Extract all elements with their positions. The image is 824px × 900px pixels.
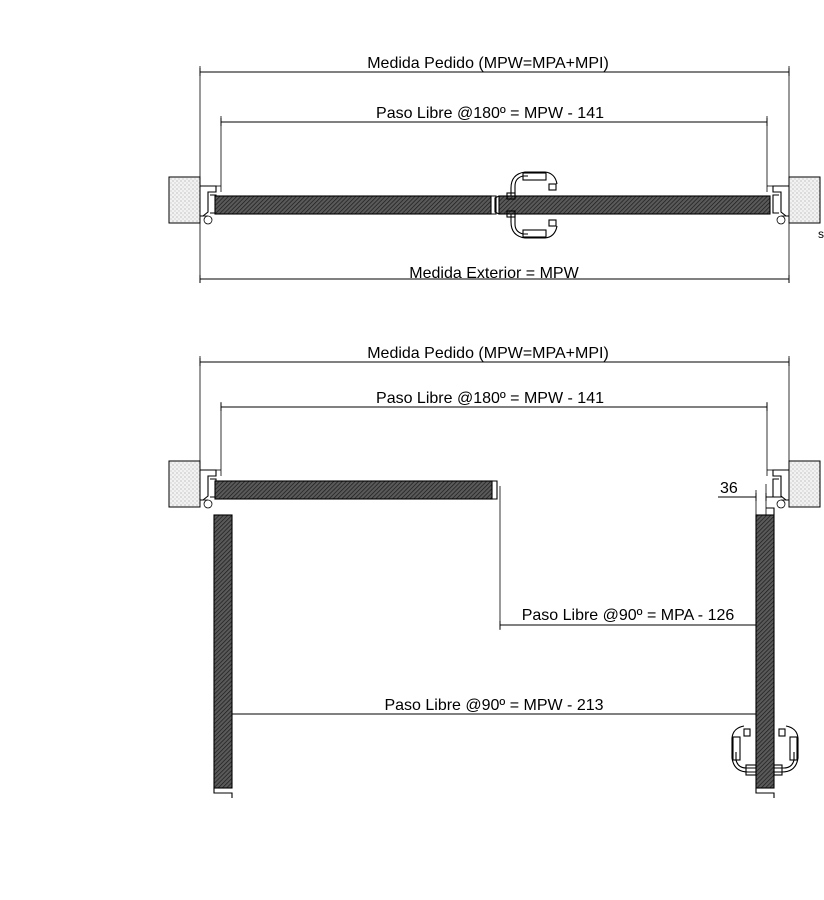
right-leaf-hinge: [766, 507, 775, 515]
left-door-leaf: [214, 195, 492, 215]
bottom-clear-opening-180-dimension: Paso Libre @180º = MPW - 141: [220, 390, 768, 476]
top-exterior-dimension: Medida Exterior = MPW: [199, 223, 790, 283]
meeting-stiles: [491, 195, 500, 215]
bottom-clear-opening-180-label: Paso Libre @180º = MPW - 141: [376, 390, 604, 407]
clear-opening-90-total-dimension: Paso Libre @90º = MPW - 213: [231, 697, 757, 718]
clear-opening-90-total-label: Paso Libre @90º = MPW - 213: [384, 697, 603, 714]
top-overall-dimension-label: Medida Pedido (MPW=MPA+MPI): [367, 55, 609, 72]
bottom-overall-dimension-label: Medida Pedido (MPW=MPA+MPI): [367, 345, 609, 362]
left-wall-section: [168, 460, 201, 508]
edge-mark-label: s: [818, 227, 824, 241]
lever-handle-icon: [506, 171, 558, 239]
left-door-leaf-open-90: [213, 514, 233, 789]
right-door-leaf: [498, 195, 771, 215]
right-open-leaf-edge: [755, 788, 775, 798]
right-door-frame: [767, 185, 789, 225]
bottom-overall-dimension: Medida Pedido (MPW=MPA+MPI): [199, 345, 790, 462]
top-clear-opening-180-label: Paso Libre @180º = MPW - 141: [376, 105, 604, 122]
top-plan: Medida Pedido (MPW=MPA+MPI) Paso Libre @…: [168, 55, 824, 283]
top-clear-opening-180-dimension: Paso Libre @180º = MPW - 141: [220, 105, 768, 192]
right-wall-section: [788, 176, 821, 224]
clear-opening-90-active-dimension: Paso Libre @90º = MPA - 126: [499, 486, 757, 630]
left-door-leaf-closed: [214, 480, 493, 500]
lever-handle-icon: [731, 725, 799, 776]
jamb-offset-label: 36: [720, 480, 738, 497]
right-door-leaf-open-90: [755, 514, 775, 789]
bottom-plan: Medida Pedido (MPW=MPA+MPI) Paso Libre @…: [168, 345, 821, 798]
right-door-frame: [767, 469, 789, 509]
left-leaf-edge: [492, 480, 498, 500]
left-wall-section: [168, 176, 201, 224]
right-wall-section: [788, 460, 821, 508]
clear-opening-90-active-label: Paso Libre @90º = MPA - 126: [522, 607, 735, 624]
jamb-offset-dimension: 36: [718, 480, 782, 515]
left-open-leaf-edge: [213, 788, 233, 798]
top-exterior-dimension-label: Medida Exterior = MPW: [409, 265, 579, 282]
top-overall-dimension: Medida Pedido (MPW=MPA+MPI): [199, 55, 790, 178]
